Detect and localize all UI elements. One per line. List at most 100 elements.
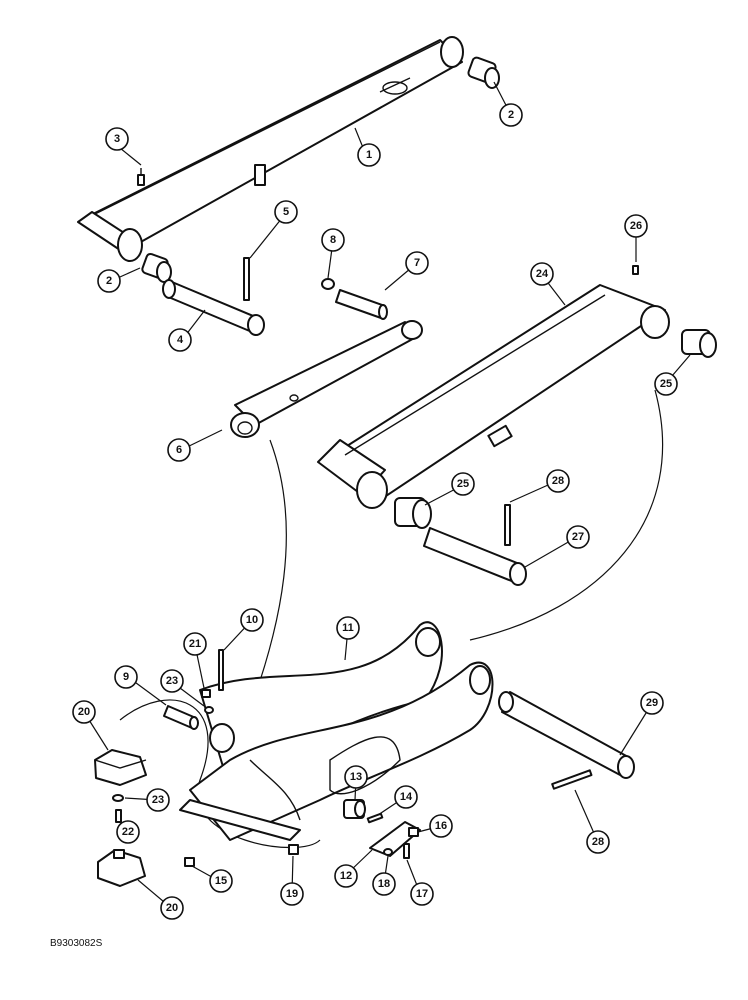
pin-27: [423, 527, 527, 586]
callout-4: 4: [168, 328, 192, 352]
callout-21-label: 21: [189, 638, 201, 650]
callout-29: 29: [640, 691, 664, 715]
callout-28-upper: 28: [546, 469, 570, 493]
callout-1-label: 1: [366, 149, 372, 161]
washer-23-lower: [112, 794, 124, 802]
bushing-upper: [467, 56, 500, 89]
lift-arm-24: [317, 284, 670, 509]
callout-4-label: 4: [177, 334, 184, 346]
callout-27: 27: [566, 525, 590, 549]
callout-26-label: 26: [630, 220, 642, 232]
bushing-lower: [141, 252, 172, 283]
callout-28-lower: 28: [586, 830, 610, 854]
assembly-leader-right: [469, 389, 664, 641]
callout-23-upper-label: 23: [166, 675, 178, 687]
callout-12: 12: [334, 864, 358, 888]
callout-15-label: 15: [215, 875, 227, 887]
callout-10-label: 10: [246, 614, 258, 626]
nut-19: [288, 844, 299, 855]
callout-5: 5: [274, 200, 298, 224]
callout-24: 24: [530, 262, 554, 286]
bolt-17: [403, 843, 410, 859]
callout-3-label: 3: [114, 133, 120, 145]
washer-23: [204, 706, 214, 714]
callout-11-label: 11: [342, 622, 354, 634]
washer-8: [321, 278, 335, 290]
frame-11: [179, 621, 494, 841]
callout-16: 16: [429, 814, 453, 838]
callout-20-upper-label: 20: [78, 706, 90, 718]
callout-8: 8: [321, 228, 345, 252]
callout-7: 7: [405, 251, 429, 275]
document-id: B9303082S: [50, 938, 103, 949]
callout-25-right: 25: [654, 372, 678, 396]
pin-7: [335, 289, 388, 320]
roll-pin-28-upper: [504, 504, 511, 546]
callout-7-label: 7: [414, 257, 420, 269]
callout-19-label: 19: [286, 888, 298, 900]
callout-9-label: 9: [123, 671, 129, 683]
callout-13: 13: [344, 765, 368, 789]
callout-1: 1: [357, 143, 381, 167]
callout-20-lower: 20: [160, 896, 184, 920]
roll-pin-28-lower: [551, 769, 593, 790]
bolt-22: [115, 809, 122, 823]
callout-5-label: 5: [283, 206, 289, 218]
callout-18-label: 18: [378, 878, 390, 890]
callout-19: 19: [280, 882, 304, 906]
pin-29: [498, 691, 635, 779]
callout-22-label: 22: [122, 826, 134, 838]
callout-10: 10: [240, 608, 264, 632]
callout-17: 17: [410, 882, 434, 906]
callout-25-lower: 25: [451, 472, 475, 496]
callout-14-label: 14: [400, 791, 413, 803]
callout-2-upper-label: 2: [508, 109, 514, 121]
callout-25-lower-label: 25: [457, 478, 469, 490]
callout-11: 11: [336, 616, 360, 640]
callout-12-label: 12: [340, 870, 352, 882]
callout-29-label: 29: [646, 697, 658, 709]
nut-16: [408, 827, 419, 837]
callout-21: 21: [183, 632, 207, 656]
grease-fitting: [137, 168, 145, 186]
callout-25-right-label: 25: [660, 378, 672, 390]
callout-2-lower: 2: [97, 269, 121, 293]
callout-2-lower-label: 2: [106, 275, 112, 287]
callout-22: 22: [116, 820, 140, 844]
bushing-25-right: [681, 329, 717, 358]
pin-9: [163, 705, 199, 730]
upper-link-arm: [77, 36, 464, 262]
roll-pin-5: [243, 257, 250, 301]
callout-23-lower-label: 23: [152, 794, 164, 806]
callout-15: 15: [209, 869, 233, 893]
callout-28-lower-label: 28: [592, 836, 604, 848]
callout-6-label: 6: [176, 444, 182, 456]
pin-14: [366, 812, 384, 824]
bushing-25-lower: [394, 497, 432, 529]
grease-fitting-26: [632, 265, 639, 275]
callout-9: 9: [114, 665, 138, 689]
nut-15: [184, 857, 195, 867]
rubber-mount-upper: [94, 749, 147, 786]
callout-23-upper: 23: [160, 669, 184, 693]
callout-13-label: 13: [350, 771, 362, 783]
callout-6: 6: [167, 438, 191, 462]
callout-24-label: 24: [536, 268, 549, 280]
callout-23-lower: 23: [146, 788, 170, 812]
callout-17-label: 17: [416, 888, 428, 900]
callout-20-upper: 20: [72, 700, 96, 724]
nut-21: [201, 689, 211, 698]
link-6: [230, 320, 423, 438]
callout-2-upper: 2: [499, 103, 523, 127]
callout-27-label: 27: [572, 531, 584, 543]
callout-20-lower-label: 20: [166, 902, 178, 914]
bolt-10: [218, 649, 224, 691]
rubber-mount-lower: [97, 849, 146, 887]
assembly-leader-bottom: [119, 699, 321, 849]
callout-14: 14: [394, 785, 418, 809]
callout-28-upper-label: 28: [552, 475, 564, 487]
callout-8-label: 8: [330, 234, 336, 246]
callout-16-label: 16: [435, 820, 447, 832]
bushing-13: [343, 799, 366, 819]
